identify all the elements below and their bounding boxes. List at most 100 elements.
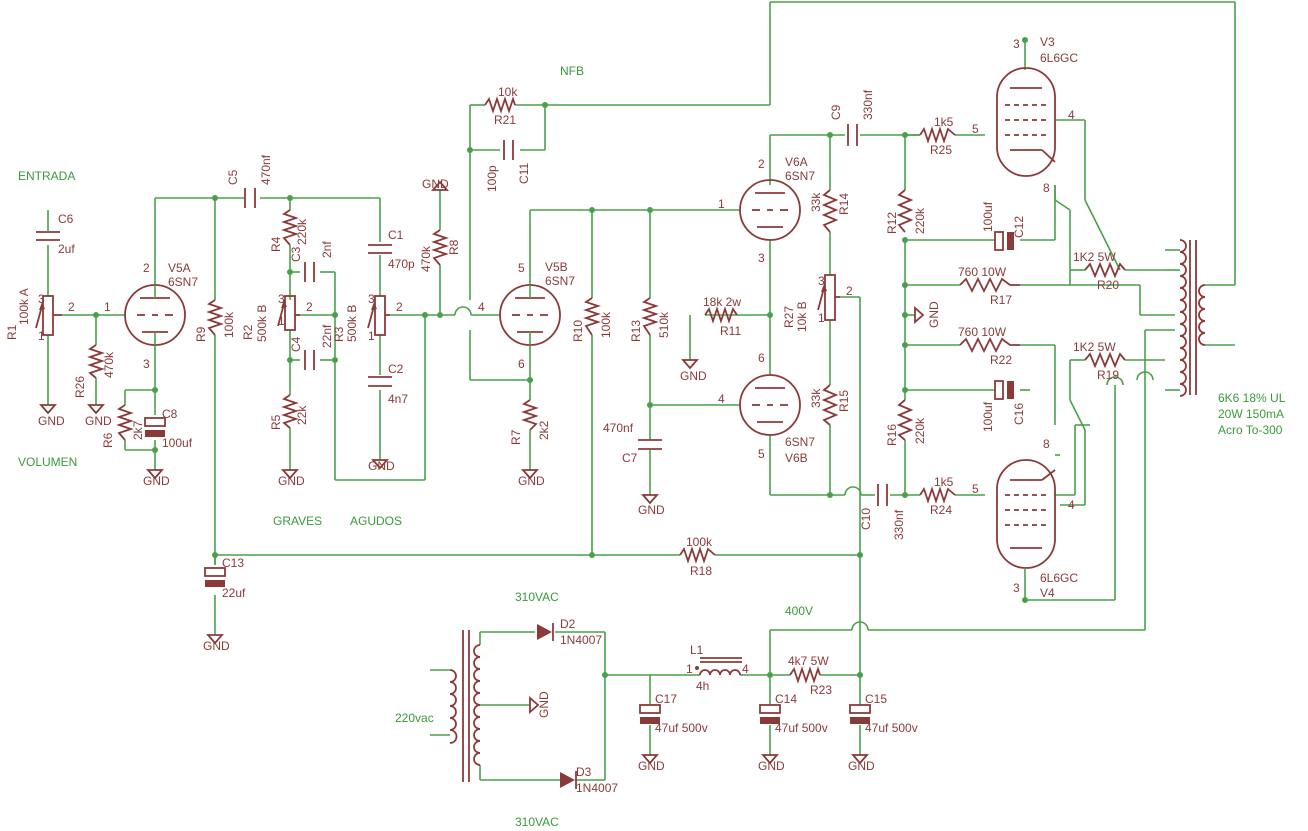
r14-value: 33k bbox=[809, 192, 823, 212]
gnd-label: GND bbox=[203, 639, 230, 653]
pin-number: 6 bbox=[758, 351, 765, 365]
r18-name: R18 bbox=[690, 564, 712, 578]
r17-name: R17 bbox=[990, 293, 1012, 307]
v5a-value: 6SN7 bbox=[168, 275, 198, 289]
r1-value: 100k A bbox=[17, 288, 31, 325]
v6a-value: 6SN7 bbox=[785, 169, 815, 183]
c1-value: 470p bbox=[388, 257, 415, 271]
c17-value: 47uf 500v bbox=[655, 721, 708, 735]
v3-name: V3 bbox=[1040, 35, 1055, 49]
label-400v: 400V bbox=[785, 604, 813, 618]
pin-number: 4 bbox=[1068, 498, 1075, 512]
d3-name: D3 bbox=[576, 765, 592, 779]
c5-name: C5 bbox=[226, 169, 240, 185]
gnd-label: GND bbox=[758, 759, 785, 773]
label-agudos: AGUDOS bbox=[350, 514, 402, 528]
c15-name: C15 bbox=[865, 692, 887, 706]
r3-name: R3 bbox=[332, 326, 346, 342]
gnd-label: GND bbox=[518, 474, 545, 488]
v4-name: V4 bbox=[1040, 586, 1055, 600]
grounds bbox=[39, 180, 925, 765]
r7-name: R7 bbox=[509, 429, 523, 445]
c10-value: 330nf bbox=[892, 509, 906, 540]
r24-value: 1k5 bbox=[934, 475, 954, 489]
label-220vac: 220vac bbox=[395, 711, 434, 725]
c2-value: 4n7 bbox=[388, 392, 408, 406]
pin-number: 8 bbox=[1043, 181, 1050, 195]
pin-number: 2 bbox=[68, 300, 75, 314]
c3-value: 2nf bbox=[320, 241, 334, 258]
v5b-name: V5B bbox=[545, 260, 568, 274]
r13-name: R13 bbox=[629, 320, 643, 342]
r8-name: R8 bbox=[447, 239, 461, 255]
pin-number: 2 bbox=[758, 157, 765, 171]
r4-name: R4 bbox=[269, 236, 283, 252]
r24-name: R24 bbox=[930, 503, 952, 517]
c9-name: C9 bbox=[829, 104, 843, 120]
c11-value: 100p bbox=[485, 165, 499, 192]
label-graves: GRAVES bbox=[273, 514, 322, 528]
c13-name: C13 bbox=[222, 556, 244, 570]
c7-value: 470nf bbox=[603, 421, 634, 435]
v5b-value: 6SN7 bbox=[545, 274, 575, 288]
pin-number: 1 bbox=[718, 197, 725, 211]
pin-number: 1 bbox=[368, 329, 375, 343]
pin-number: 3 bbox=[143, 357, 150, 371]
gnd-label: GND bbox=[368, 459, 395, 473]
magnetics bbox=[449, 239, 1206, 789]
pin-number: 4 bbox=[742, 662, 749, 676]
r6-name: R6 bbox=[101, 432, 115, 448]
r23-value: 4k7 5W bbox=[788, 654, 829, 668]
d2-name: D2 bbox=[560, 617, 576, 631]
r22-value: 760 10W bbox=[958, 325, 1007, 339]
gnd-label: GND bbox=[638, 503, 665, 517]
c13-value: 22uf bbox=[222, 586, 246, 600]
label-nfb: NFB bbox=[560, 64, 584, 78]
c9-value: 330nf bbox=[861, 89, 875, 120]
r21-value: 10k bbox=[498, 85, 518, 99]
r25-name: R25 bbox=[930, 143, 952, 157]
l1-name: L1 bbox=[690, 643, 704, 657]
pin-number: 1 bbox=[278, 314, 285, 328]
capacitors bbox=[36, 124, 1014, 724]
r5-name: R5 bbox=[269, 414, 283, 430]
gnd-label: GND bbox=[927, 301, 941, 328]
r14-name: R14 bbox=[837, 193, 851, 215]
r18-value: 100k bbox=[686, 535, 713, 549]
r27-value: 10k B bbox=[795, 301, 809, 332]
r23-name: R23 bbox=[810, 683, 832, 697]
label-310vac-bottom: 310VAC bbox=[515, 815, 559, 829]
r9-name: R9 bbox=[194, 326, 208, 342]
c16-name: C16 bbox=[1012, 403, 1026, 425]
r20-name: R20 bbox=[1097, 278, 1119, 292]
l1-value: 4h bbox=[696, 679, 709, 693]
pin-number: 5 bbox=[972, 122, 979, 136]
potentiometers bbox=[35, 274, 840, 336]
c3-name: C3 bbox=[289, 246, 303, 262]
c6-name: C6 bbox=[58, 212, 74, 226]
r7-value: 2k2 bbox=[537, 420, 551, 440]
pin-number: 3 bbox=[1013, 581, 1020, 595]
note-line-3: Acro To-300 bbox=[1218, 423, 1283, 437]
pin-number: 3 bbox=[368, 292, 375, 306]
v6b-type: 6SN7 bbox=[785, 435, 815, 449]
pin-number: 2 bbox=[143, 261, 150, 275]
junctions bbox=[93, 37, 1028, 678]
r22-name: R22 bbox=[990, 353, 1012, 367]
gnd-label: GND bbox=[143, 474, 170, 488]
r3-value: 500k B bbox=[345, 305, 359, 342]
c16-value: 100uf bbox=[981, 401, 995, 432]
label-volumen: VOLUMEN bbox=[18, 455, 77, 469]
r12-value: 220k bbox=[913, 207, 927, 234]
c12-name: C12 bbox=[1012, 216, 1026, 238]
v3-value: 6L6GC bbox=[1040, 51, 1078, 65]
r15-name: R15 bbox=[837, 390, 851, 412]
r25-value: 1k5 bbox=[934, 115, 954, 129]
r19-name: R19 bbox=[1097, 368, 1119, 382]
r11-value: 18k 2w bbox=[703, 295, 741, 309]
r13-value: 510k bbox=[657, 311, 671, 338]
c8-name: C8 bbox=[162, 407, 178, 421]
r17-value: 760 10W bbox=[958, 265, 1007, 279]
c6-value: 2uf bbox=[58, 242, 75, 256]
